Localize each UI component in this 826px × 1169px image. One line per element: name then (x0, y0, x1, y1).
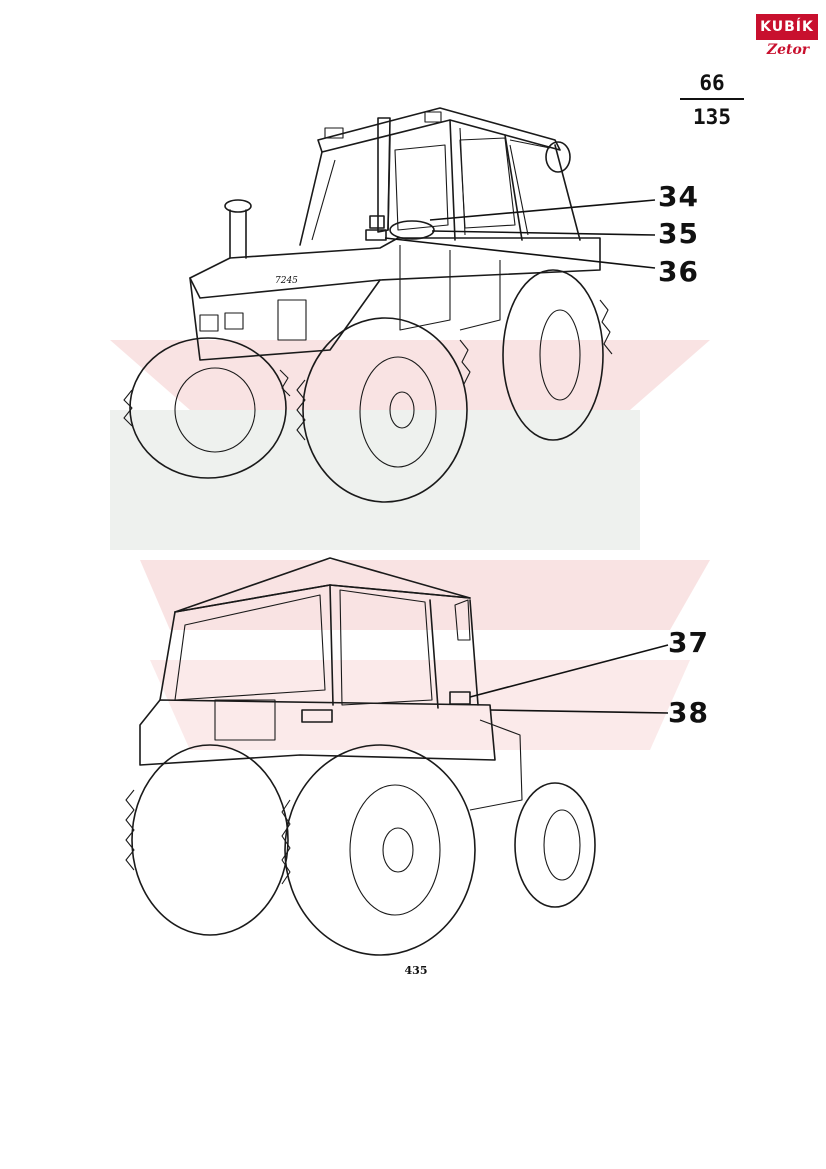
page-fraction-denominator: 135 (693, 105, 731, 129)
page-fraction: 66 135 (680, 70, 744, 130)
dealer-logo: KUBÍK Zetor (756, 14, 818, 62)
leader-35 (431, 230, 656, 236)
hood-model-text: 7245 (275, 276, 298, 286)
fraction-bar (680, 98, 744, 100)
tractor-rear-view (125, 557, 596, 956)
leader-37 (469, 644, 669, 698)
leader-38 (489, 709, 669, 714)
logo-kubik: KUBÍK (756, 14, 818, 40)
kubik-watermark (110, 340, 710, 750)
callout-36: 36 (658, 255, 699, 288)
callout-35: 35 (658, 217, 699, 250)
page-fraction-numerator: 66 (699, 71, 725, 95)
leader-36 (384, 237, 656, 269)
callout-34: 34 (658, 180, 699, 213)
page-number: 435 (404, 964, 428, 977)
logo-zetor: Zetor (766, 42, 810, 58)
tractor-front-view (123, 107, 613, 503)
leader-34 (429, 199, 656, 221)
callout-38: 38 (668, 696, 709, 729)
callout-37: 37 (668, 626, 709, 659)
